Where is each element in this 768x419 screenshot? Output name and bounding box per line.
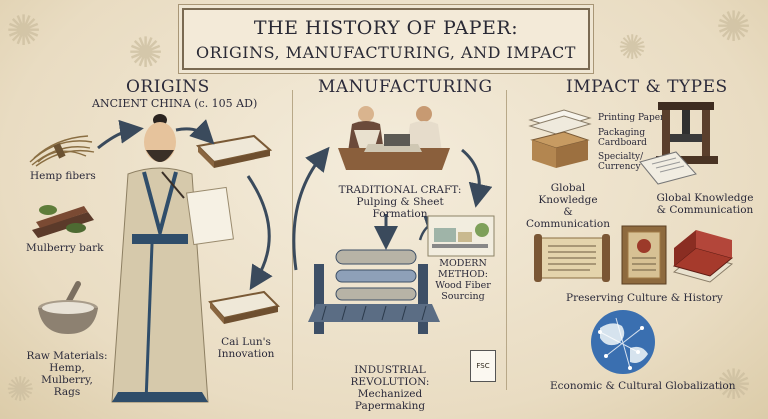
cai-lun-label: Cai Lun's Innovation xyxy=(217,336,275,360)
printing-press-icon xyxy=(639,102,718,185)
specialty-label: Specialty/ Currency xyxy=(598,152,644,172)
hemp-fibers-icon xyxy=(29,135,95,167)
globalization-label: Economic & Cultural Globalization xyxy=(550,380,736,392)
compass-decoration-icon: ✺ xyxy=(618,28,647,68)
compass-decoration-icon: ✺ xyxy=(716,2,752,51)
title-banner: THE HISTORY OF PAPER: ORIGINS, MANUFACTU… xyxy=(182,8,590,70)
industrial-revolution-label: INDUSTRIAL REVOLUTION: Mechanized Paperm… xyxy=(350,364,430,412)
raw-materials-label: Raw Materials: Hemp, Mulberry, Rags xyxy=(26,350,108,398)
mulberry-bark-icon xyxy=(32,205,94,238)
mulberry-label: Mulberry bark xyxy=(26,242,104,254)
paper-types-stack-icon xyxy=(528,109,592,168)
globe-icon xyxy=(591,310,655,374)
mortar-pestle-icon xyxy=(38,281,98,334)
papermaking-machine-illustration xyxy=(308,249,440,334)
global-knowledge-label-2: Global Knowledge & Communication xyxy=(656,192,754,216)
page-subtitle: ORIGINS, MANUFACTURING, AND IMPACT xyxy=(196,43,576,62)
modern-method-label: MODERN METHOD: Wood Fiber Sourcing xyxy=(435,258,491,302)
leather-book-icon xyxy=(672,230,734,283)
page-title: THE HISTORY OF PAPER: xyxy=(253,17,519,39)
manufacturing-heading: MANUFACTURING xyxy=(318,77,493,97)
traditional-craft-label: TRADITIONAL CRAFT: Pulping & Sheet Forma… xyxy=(338,184,462,220)
fsc-logo: FSC xyxy=(470,350,496,382)
paper-tray-icon xyxy=(208,290,280,324)
impact-heading: IMPACT & TYPES xyxy=(566,77,728,97)
manuscript-book-icon xyxy=(621,225,667,285)
column-divider xyxy=(506,90,507,390)
hemp-label: Hemp fibers xyxy=(30,170,96,182)
compass-decoration-icon: ✺ xyxy=(6,370,35,410)
compass-decoration-icon: ✺ xyxy=(716,360,752,409)
scroll-icon xyxy=(534,234,610,282)
global-knowledge-label-1: Global Knowledge & Communication xyxy=(526,182,610,230)
origins-subheading: ANCIENT CHINA (c. 105 AD) xyxy=(92,97,258,110)
paper-tray-icon xyxy=(195,134,273,168)
modern-method-box xyxy=(427,215,495,257)
compass-decoration-icon: ✺ xyxy=(6,6,42,55)
compass-decoration-icon: ✺ xyxy=(128,28,164,77)
packaging-label: Packaging Cardboard xyxy=(598,128,647,148)
preserving-culture-label: Preserving Culture & History xyxy=(566,292,723,304)
printing-paper-label: Printing Paper xyxy=(598,113,665,123)
traditional-craft-illustration xyxy=(338,106,450,170)
cai-lun-figure xyxy=(111,114,234,403)
origins-heading: ORIGINS xyxy=(126,77,210,97)
